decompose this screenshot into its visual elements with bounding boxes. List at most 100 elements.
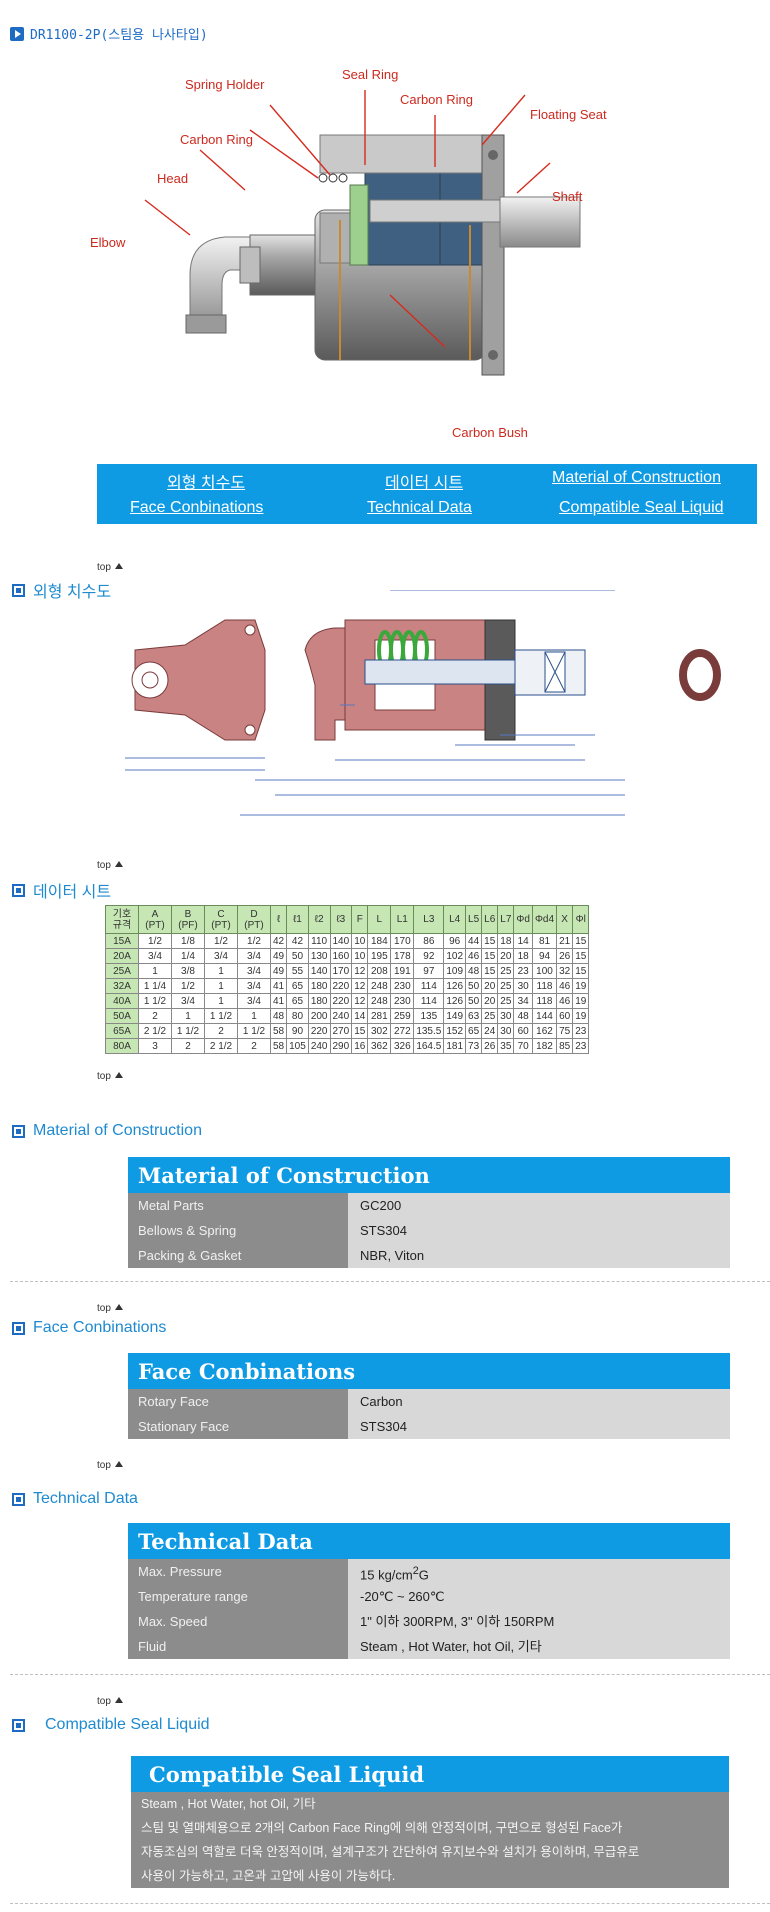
top-label: top bbox=[97, 1460, 111, 1471]
table-cell: 272 bbox=[390, 1023, 415, 1039]
table-cell: 65 bbox=[286, 993, 309, 1009]
table-cell: 96 bbox=[443, 933, 467, 949]
row-key: Max. Pressure bbox=[128, 1559, 348, 1584]
square-bullet-icon bbox=[12, 883, 25, 897]
table-cell: 248 bbox=[367, 978, 392, 994]
table-cell: 41 bbox=[269, 978, 288, 994]
table-cell: 1 bbox=[204, 963, 238, 979]
table-cell: 60 bbox=[556, 1008, 574, 1024]
table-column-header: X bbox=[556, 905, 574, 934]
section-face-title: Face Conbinations bbox=[33, 1319, 167, 1336]
cutaway-figure: Spring Holder Seal Ring Carbon Ring Carb… bbox=[90, 67, 750, 445]
table-cell: 144 bbox=[531, 1008, 558, 1024]
table-cell: 3 bbox=[138, 1038, 172, 1054]
table-cell: 26 bbox=[481, 1038, 499, 1054]
table-column-header: L bbox=[367, 905, 392, 934]
table-column-header: ℓ bbox=[269, 905, 288, 934]
table-cell: 3/4 bbox=[237, 978, 271, 994]
top-link[interactable]: top bbox=[97, 860, 123, 871]
section-technical-title: Technical Data bbox=[33, 1490, 138, 1507]
table-row-size: 32A bbox=[105, 978, 139, 994]
cutaway-drawing bbox=[144, 90, 581, 376]
table-row-size: 25A bbox=[105, 963, 139, 979]
callout-carbon-ring-2: Carbon Ring bbox=[400, 92, 473, 107]
nav-link-compatible[interactable]: Compatible Seal Liquid bbox=[559, 499, 724, 516]
row-value: STS304 bbox=[348, 1414, 730, 1439]
table-cell: 86 bbox=[413, 933, 445, 949]
table-cell: 3/4 bbox=[237, 993, 271, 1009]
table-cell: 248 bbox=[367, 993, 392, 1009]
header-top: 기호 bbox=[112, 908, 132, 920]
table-cell: 1 1/2 bbox=[138, 993, 172, 1009]
table-cell: 170 bbox=[329, 963, 353, 979]
row-key: Metal Parts bbox=[128, 1193, 348, 1218]
section-divider bbox=[10, 1281, 770, 1282]
table-cell: 23 bbox=[572, 1038, 590, 1054]
table-cell: 32 bbox=[556, 963, 574, 979]
triangle-up-icon bbox=[114, 1072, 123, 1078]
row-key: Stationary Face bbox=[128, 1414, 348, 1439]
top-link[interactable]: top bbox=[97, 1696, 123, 1707]
top-link[interactable]: top bbox=[97, 562, 123, 573]
table-column-header: L3 bbox=[413, 905, 445, 934]
table-cell: 140 bbox=[307, 963, 331, 979]
table-cell: 126 bbox=[443, 978, 467, 994]
table-cell: 19 bbox=[572, 993, 590, 1009]
nav-link-technical[interactable]: Technical Data bbox=[367, 499, 472, 516]
row-value: STS304 bbox=[348, 1218, 730, 1243]
table-cell: 75 bbox=[556, 1023, 574, 1039]
square-bullet-icon bbox=[12, 1124, 25, 1138]
table-row-size: 15A bbox=[105, 933, 139, 949]
table-cell: 281 bbox=[367, 1008, 392, 1024]
triangle-up-icon bbox=[114, 563, 123, 569]
table-cell: 44 bbox=[465, 933, 483, 949]
table-column-header: F bbox=[351, 905, 369, 934]
table-cell: 12 bbox=[351, 963, 369, 979]
section-data-sheet-title: 데이터 시트 bbox=[33, 884, 112, 901]
section-technical-heading: Technical Data bbox=[12, 1490, 138, 1508]
top-link[interactable]: top bbox=[97, 1460, 123, 1471]
compatible-header: Compatible Seal Liquid bbox=[131, 1756, 729, 1792]
section-material-title: Material of Construction bbox=[33, 1122, 202, 1139]
compatible-panel: Compatible Seal Liquid Steam , Hot Water… bbox=[131, 1756, 729, 1888]
table-row-size: 50A bbox=[105, 1008, 139, 1024]
table-cell: 80 bbox=[286, 1008, 309, 1024]
callout-shaft: Shaft bbox=[552, 189, 583, 204]
section-nav: 외형 치수도 데이터 시트 Material of Construction F… bbox=[97, 464, 757, 524]
top-link[interactable]: top bbox=[97, 1303, 123, 1314]
table-cell: 164.5 bbox=[413, 1038, 445, 1054]
table-cell: 130 bbox=[307, 948, 331, 964]
table-cell: 48 bbox=[513, 1008, 533, 1024]
section-material-heading: Material of Construction bbox=[12, 1122, 202, 1140]
table-cell: 63 bbox=[465, 1008, 483, 1024]
table-cell: 20 bbox=[481, 993, 499, 1009]
square-bullet-icon bbox=[12, 1718, 25, 1732]
table-cell: 97 bbox=[413, 963, 445, 979]
nav-link-material[interactable]: Material of Construction bbox=[552, 469, 721, 486]
table-cell: 41 bbox=[269, 993, 288, 1009]
material-header: Material of Construction bbox=[128, 1157, 730, 1193]
table-cell: 1/2 bbox=[171, 978, 205, 994]
table-cell: 1/2 bbox=[204, 933, 238, 949]
nav-link-data-sheet[interactable]: 데이터 시트 bbox=[385, 475, 464, 492]
triangle-up-icon bbox=[114, 1697, 123, 1703]
top-link[interactable]: top bbox=[97, 1071, 123, 1082]
table-cell: 184 bbox=[367, 933, 392, 949]
nav-link-face[interactable]: Face Conbinations bbox=[130, 499, 264, 516]
description-line: 자동조심의 역할로 더욱 안정적이며, 설계구조가 간단하여 유지보수와 설치가… bbox=[141, 1845, 640, 1859]
table-column-header: C (PT) bbox=[204, 905, 238, 934]
table-cell: 2 1/2 bbox=[138, 1023, 172, 1039]
callout-carbon-bush: Carbon Bush bbox=[452, 425, 528, 440]
table-cell: 1 bbox=[138, 963, 172, 979]
table-cell: 149 bbox=[443, 1008, 467, 1024]
square-bullet-icon bbox=[12, 1321, 25, 1335]
play-arrow-icon bbox=[10, 26, 24, 41]
table-cell: 230 bbox=[390, 993, 415, 1009]
nav-link-outline[interactable]: 외형 치수도 bbox=[167, 475, 246, 492]
table-cell: 1/4 bbox=[171, 948, 205, 964]
